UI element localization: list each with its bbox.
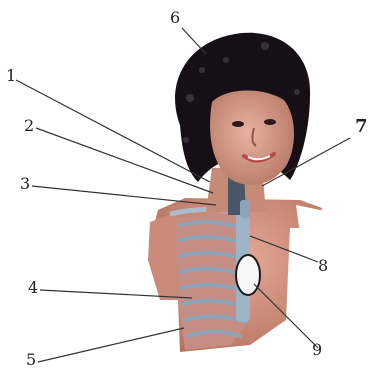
left-eye	[232, 121, 244, 127]
label-5: 5	[26, 352, 36, 368]
label-2: 2	[24, 118, 34, 134]
label-8: 8	[318, 258, 328, 274]
leader-line-6	[182, 28, 206, 54]
right-eye	[264, 119, 276, 125]
label-3: 3	[20, 176, 30, 192]
thyroid	[240, 200, 250, 218]
label-6: 6	[170, 10, 180, 26]
label-1: 1	[6, 68, 16, 84]
label-9: 9	[312, 342, 322, 358]
heart	[236, 255, 260, 295]
label-7: 7	[355, 118, 368, 136]
label-4: 4	[28, 280, 38, 296]
leader-line-5	[38, 328, 184, 362]
leader-line-3	[32, 186, 216, 205]
shoulder-cut	[296, 205, 334, 234]
